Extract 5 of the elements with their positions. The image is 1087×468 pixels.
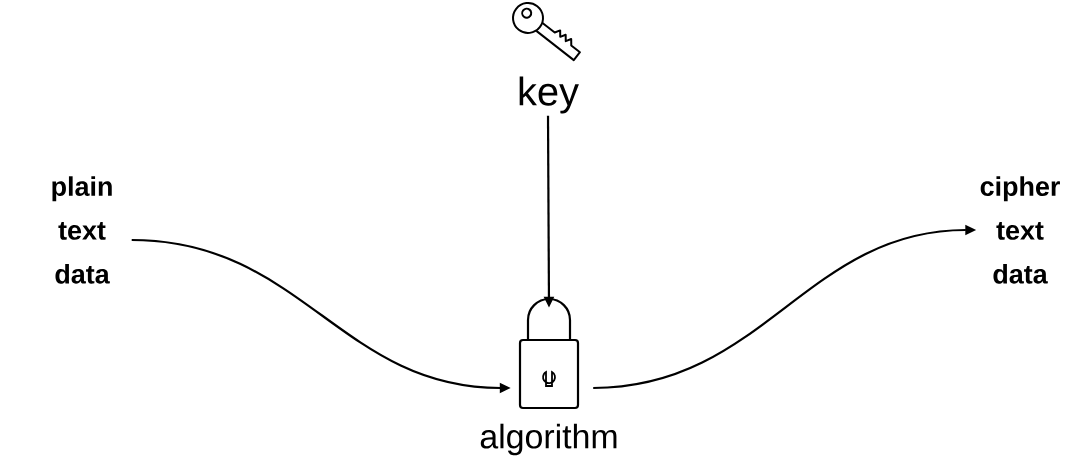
node-label: algorithm xyxy=(480,423,617,456)
lock-icon xyxy=(518,297,580,410)
node-label: key xyxy=(519,76,579,114)
node-label: plain text data xyxy=(52,176,112,284)
node-label: cipher text data xyxy=(980,176,1060,284)
